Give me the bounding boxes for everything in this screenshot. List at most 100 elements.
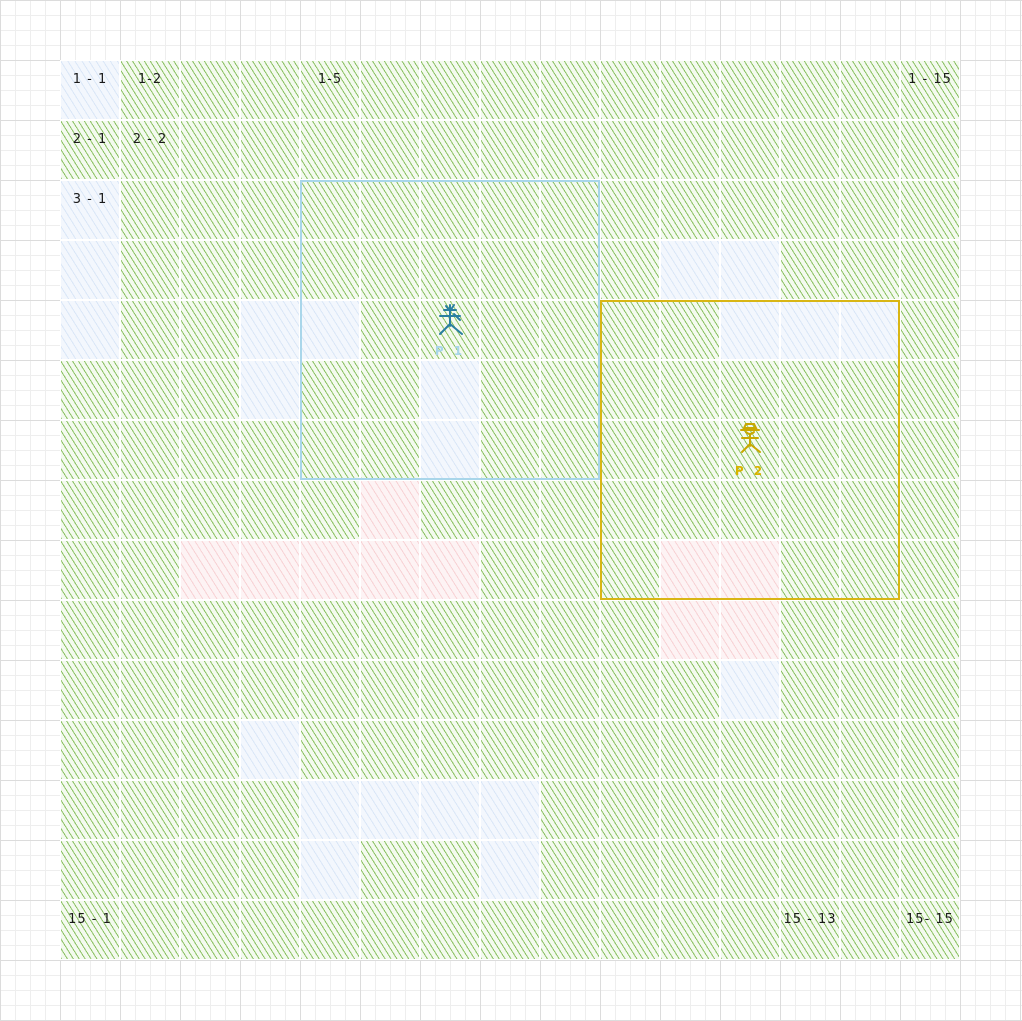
grass-tile[interactable]	[600, 300, 660, 360]
water-tile[interactable]	[60, 240, 120, 300]
grass-tile[interactable]	[60, 600, 120, 660]
grass-tile[interactable]	[480, 360, 540, 420]
grass-tile[interactable]	[660, 120, 720, 180]
water-tile[interactable]	[60, 300, 120, 360]
grass-tile[interactable]	[60, 900, 120, 960]
grass-tile[interactable]	[60, 840, 120, 900]
grass-tile[interactable]	[180, 120, 240, 180]
grass-tile[interactable]	[60, 120, 120, 180]
grass-tile[interactable]	[180, 240, 240, 300]
grass-tile[interactable]	[840, 720, 900, 780]
grass-tile[interactable]	[840, 540, 900, 600]
grass-tile[interactable]	[180, 720, 240, 780]
grass-tile[interactable]	[720, 120, 780, 180]
grass-tile[interactable]	[720, 720, 780, 780]
grass-tile[interactable]	[540, 720, 600, 780]
grass-tile[interactable]	[540, 420, 600, 480]
grass-tile[interactable]	[300, 60, 360, 120]
grass-tile[interactable]	[720, 180, 780, 240]
grass-tile[interactable]	[180, 360, 240, 420]
grass-tile[interactable]	[720, 60, 780, 120]
grass-tile[interactable]	[360, 420, 420, 480]
grass-tile[interactable]	[480, 660, 540, 720]
grass-tile[interactable]	[480, 420, 540, 480]
water-tile[interactable]	[60, 60, 120, 120]
grass-tile[interactable]	[900, 420, 960, 480]
grass-tile[interactable]	[600, 240, 660, 300]
grass-tile[interactable]	[60, 540, 120, 600]
water-tile[interactable]	[420, 780, 480, 840]
grass-tile[interactable]	[840, 240, 900, 300]
grass-tile[interactable]	[900, 720, 960, 780]
grass-tile[interactable]	[60, 780, 120, 840]
grass-tile[interactable]	[600, 600, 660, 660]
grass-tile[interactable]	[660, 420, 720, 480]
grass-tile[interactable]	[180, 60, 240, 120]
grass-tile[interactable]	[180, 780, 240, 840]
water-tile[interactable]	[420, 360, 480, 420]
grass-tile[interactable]	[780, 780, 840, 840]
grass-tile[interactable]	[780, 60, 840, 120]
grass-tile[interactable]	[120, 180, 180, 240]
grass-tile[interactable]	[240, 180, 300, 240]
grass-tile[interactable]	[240, 240, 300, 300]
grass-tile[interactable]	[600, 480, 660, 540]
grass-tile[interactable]	[60, 480, 120, 540]
grass-tile[interactable]	[900, 120, 960, 180]
grass-tile[interactable]	[840, 840, 900, 900]
grass-tile[interactable]	[600, 900, 660, 960]
grass-tile[interactable]	[540, 60, 600, 120]
grass-tile[interactable]	[420, 60, 480, 120]
grass-tile[interactable]	[720, 840, 780, 900]
grass-tile[interactable]	[120, 420, 180, 480]
grass-tile[interactable]	[120, 540, 180, 600]
grass-tile[interactable]	[420, 720, 480, 780]
grass-tile[interactable]	[660, 900, 720, 960]
grass-tile[interactable]	[300, 660, 360, 720]
grass-tile[interactable]	[360, 120, 420, 180]
grass-tile[interactable]	[180, 420, 240, 480]
water-tile[interactable]	[780, 300, 840, 360]
water-tile[interactable]	[720, 660, 780, 720]
grass-tile[interactable]	[240, 840, 300, 900]
grass-tile[interactable]	[300, 120, 360, 180]
grass-tile[interactable]	[420, 120, 480, 180]
lava-tile[interactable]	[360, 540, 420, 600]
p2-token[interactable]: P 2	[720, 420, 780, 480]
grass-tile[interactable]	[480, 300, 540, 360]
grass-tile[interactable]	[540, 780, 600, 840]
grass-tile[interactable]	[540, 180, 600, 240]
grass-tile[interactable]	[420, 660, 480, 720]
grass-tile[interactable]	[180, 660, 240, 720]
grass-tile[interactable]	[540, 120, 600, 180]
grass-tile[interactable]	[240, 900, 300, 960]
water-tile[interactable]	[660, 240, 720, 300]
grass-tile[interactable]	[540, 540, 600, 600]
grass-tile[interactable]	[180, 600, 240, 660]
grass-tile[interactable]	[840, 60, 900, 120]
grass-tile[interactable]	[600, 180, 660, 240]
water-tile[interactable]	[240, 720, 300, 780]
grass-tile[interactable]	[360, 60, 420, 120]
water-tile[interactable]	[420, 420, 480, 480]
grass-tile[interactable]	[120, 840, 180, 900]
grass-tile[interactable]	[600, 60, 660, 120]
grass-tile[interactable]	[600, 120, 660, 180]
grass-tile[interactable]	[120, 60, 180, 120]
grass-tile[interactable]	[600, 360, 660, 420]
grass-tile[interactable]	[660, 300, 720, 360]
grass-tile[interactable]	[900, 60, 960, 120]
grass-tile[interactable]	[780, 240, 840, 300]
grass-tile[interactable]	[480, 60, 540, 120]
grass-tile[interactable]	[420, 180, 480, 240]
grass-tile[interactable]	[180, 180, 240, 240]
grass-tile[interactable]	[480, 480, 540, 540]
grass-tile[interactable]	[660, 840, 720, 900]
grass-tile[interactable]	[600, 660, 660, 720]
grass-tile[interactable]	[900, 540, 960, 600]
grass-tile[interactable]	[840, 420, 900, 480]
grass-tile[interactable]	[240, 420, 300, 480]
grass-tile[interactable]	[660, 180, 720, 240]
grass-tile[interactable]	[420, 600, 480, 660]
grass-tile[interactable]	[900, 240, 960, 300]
